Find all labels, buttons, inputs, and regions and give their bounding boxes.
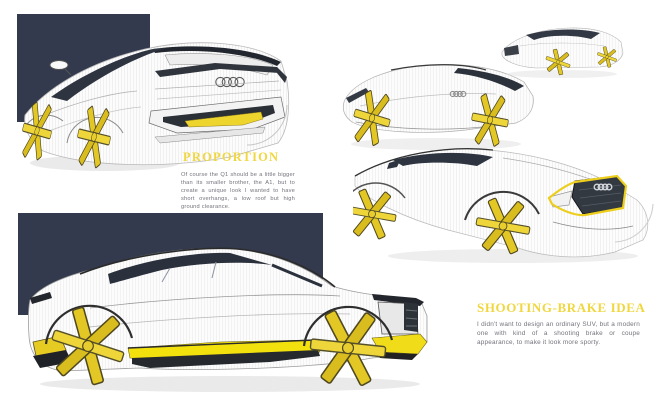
- rear-three-quarter-sketch: [16, 42, 290, 171]
- window-band: [108, 252, 272, 284]
- front-grille-slats: [404, 302, 418, 332]
- shooting-brake-body-text: I didn't want to design an ordinary SUV,…: [477, 321, 640, 346]
- side-profile-sketch: [27, 247, 428, 392]
- front-three-quarter-sketch: [353, 148, 654, 263]
- yellow-grille-trim: [547, 174, 628, 217]
- side-mirror: [49, 60, 72, 76]
- shooting-brake-heading: SHOOTING-BRAKE IDEA: [477, 300, 646, 315]
- proportion-heading: PROPORTION: [183, 150, 280, 164]
- proportion-body-text: Of course the Q1 should be a little bigg…: [181, 172, 295, 210]
- rear-side-sketch: [342, 64, 534, 150]
- mini-front-three-quarter-sketch: [501, 27, 624, 78]
